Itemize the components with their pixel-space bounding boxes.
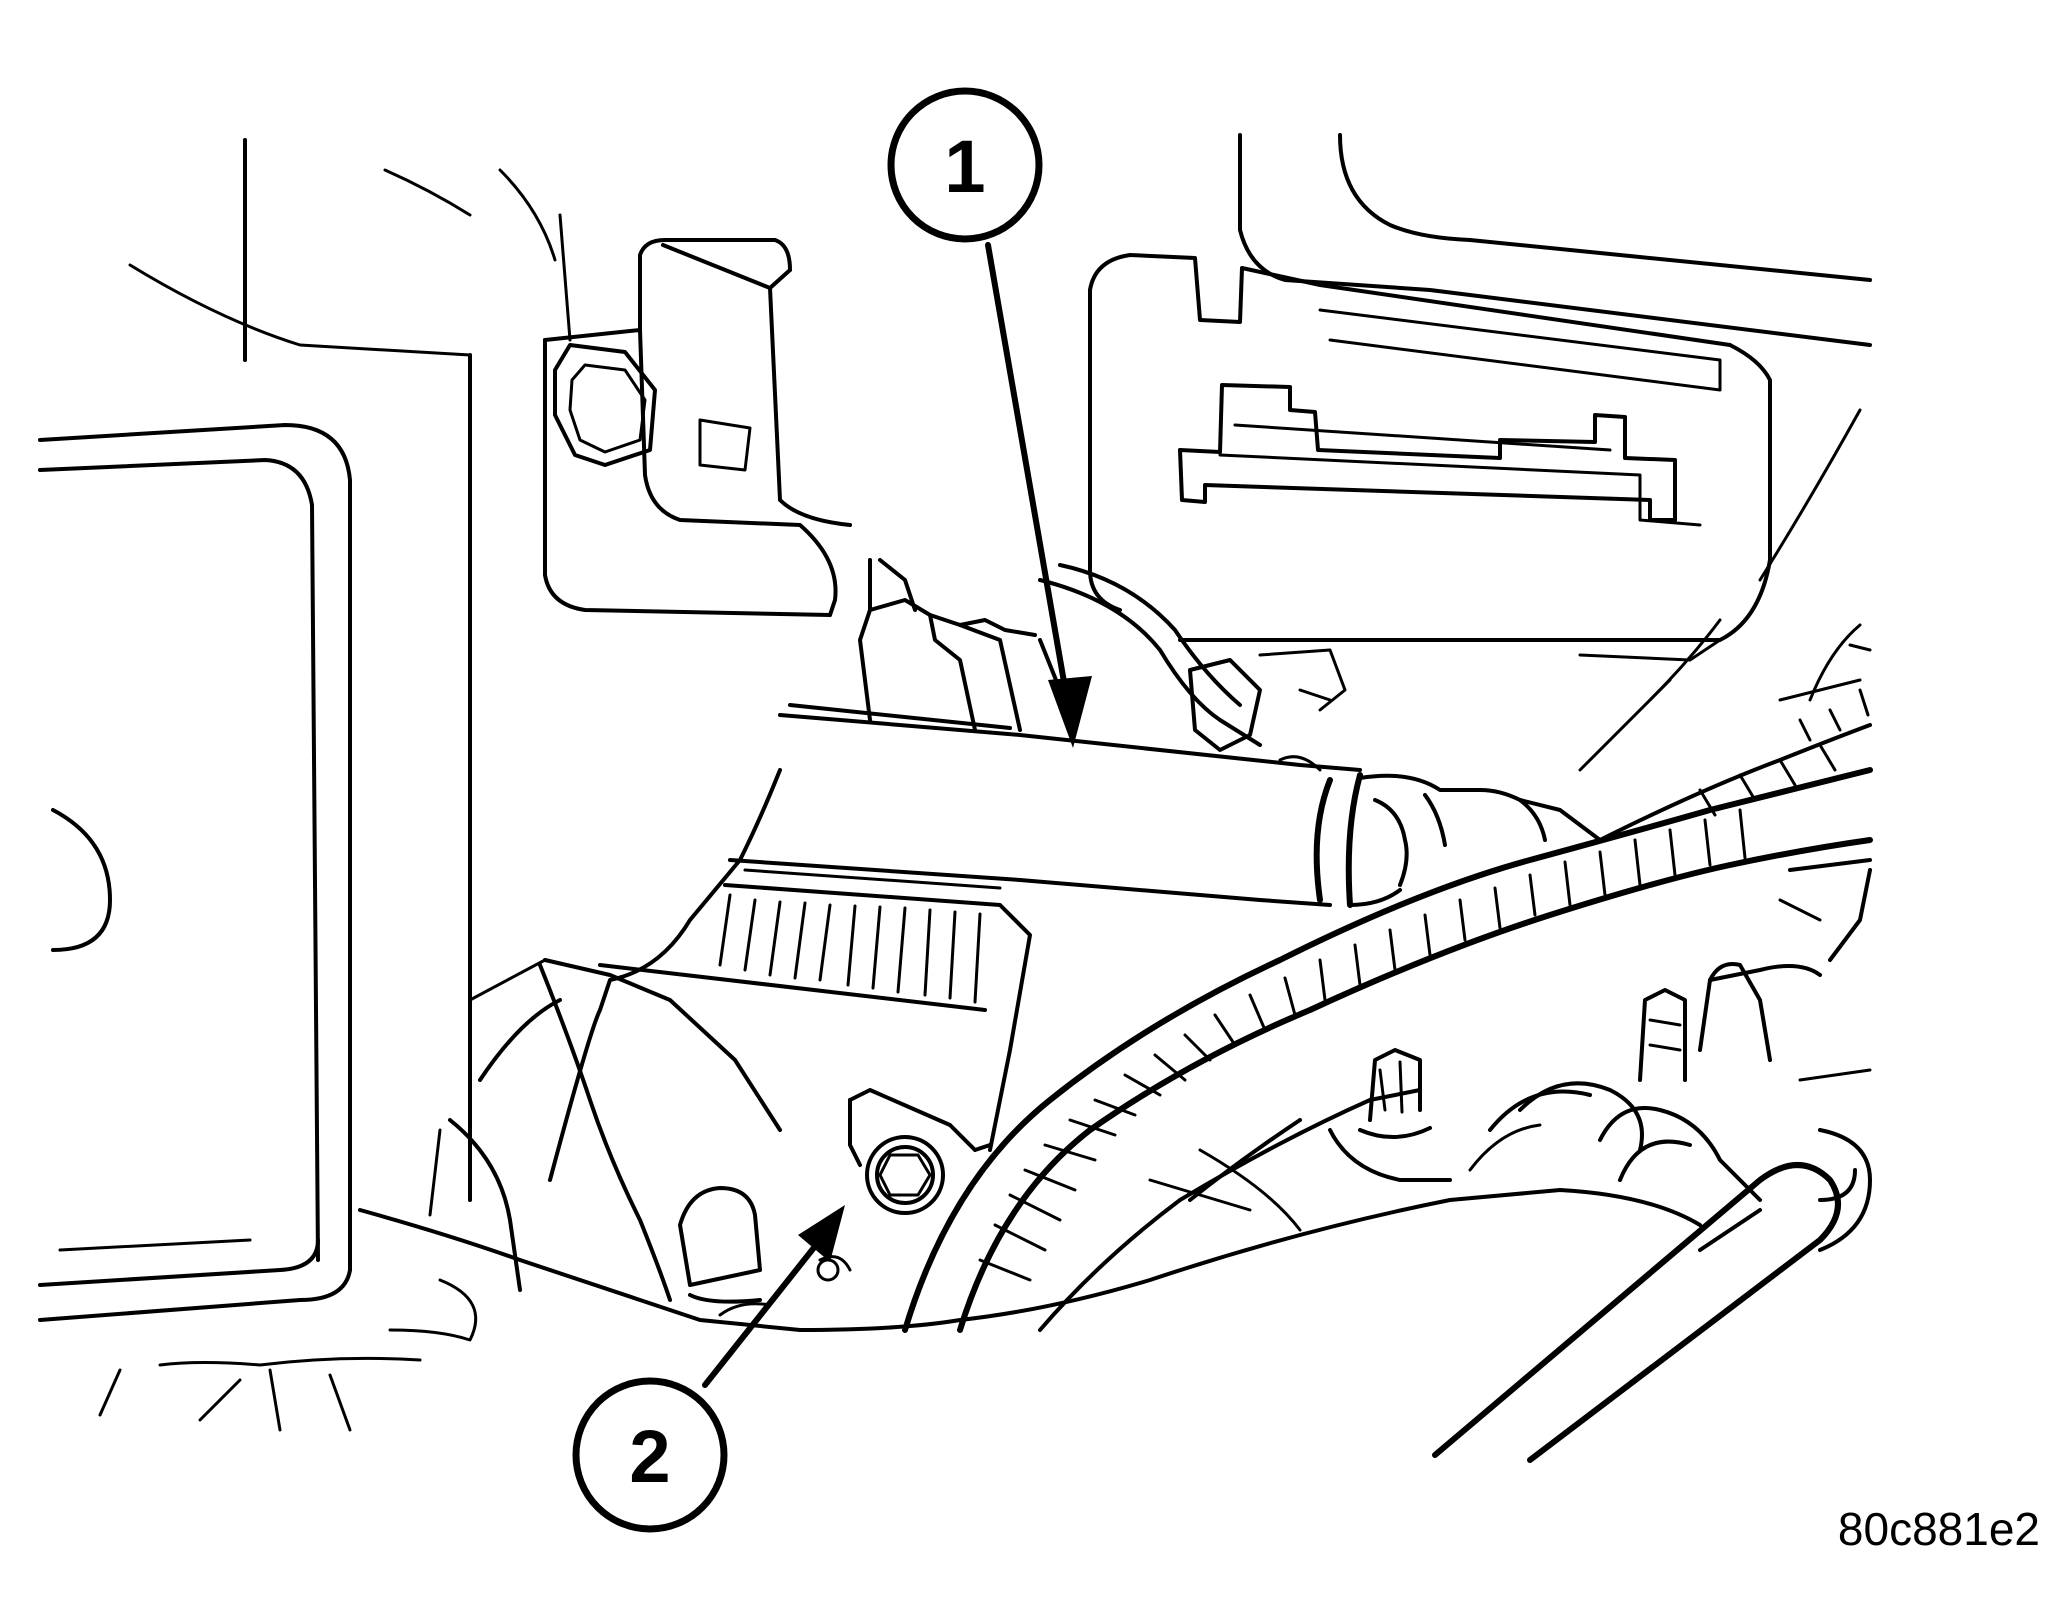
figure-id: 80c881e2	[1838, 1503, 2040, 1555]
wire-harness	[902, 678, 1873, 1333]
upper-housing	[1088, 133, 1872, 772]
callout-arrow-2	[702, 1205, 845, 1388]
right-lower-assembly	[798, 858, 1872, 1463]
left-panel	[38, 138, 478, 1432]
callout-1: 1	[887, 87, 1043, 243]
callout-2-label: 2	[629, 1415, 670, 1498]
upper-bracket	[498, 168, 852, 1182]
callout-2: 2	[572, 1377, 728, 1533]
lower-bracket	[358, 883, 1032, 1332]
callout-1-label: 1	[944, 125, 985, 208]
callout-arrow-1	[985, 242, 1092, 748]
steering-column	[728, 558, 1602, 908]
